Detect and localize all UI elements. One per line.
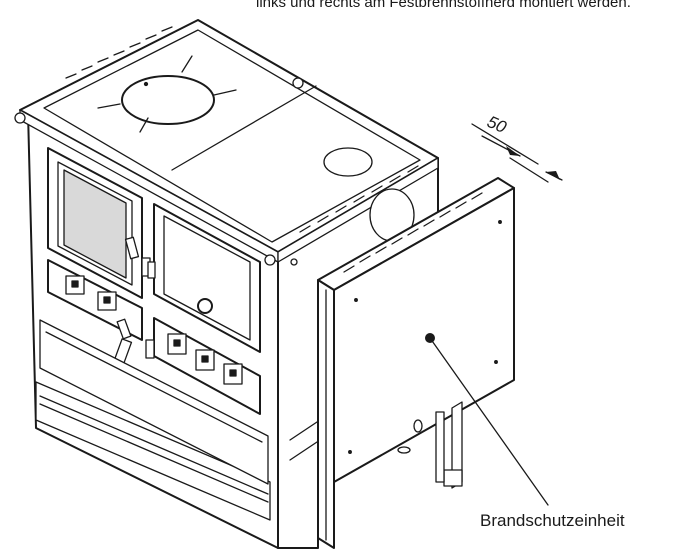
right-firebox-door bbox=[145, 317, 261, 415]
left-oven-door bbox=[47, 147, 151, 299]
left-firebox-door bbox=[47, 259, 143, 364]
instruction-text: links und rechts am Festbrennstoffherd m… bbox=[256, 0, 631, 11]
fire-protection-unit bbox=[317, 177, 549, 549]
cooktop bbox=[14, 19, 439, 266]
callout-label: Brandschutzeinheit bbox=[480, 511, 625, 530]
small-hob-ring bbox=[323, 147, 373, 177]
callout-leader bbox=[429, 337, 549, 506]
knob-icon bbox=[292, 77, 304, 89]
large-hob-ring bbox=[121, 75, 215, 125]
lower-drawer bbox=[39, 319, 269, 485]
right-oven-door bbox=[147, 203, 261, 353]
dimension-marker bbox=[471, 123, 563, 183]
